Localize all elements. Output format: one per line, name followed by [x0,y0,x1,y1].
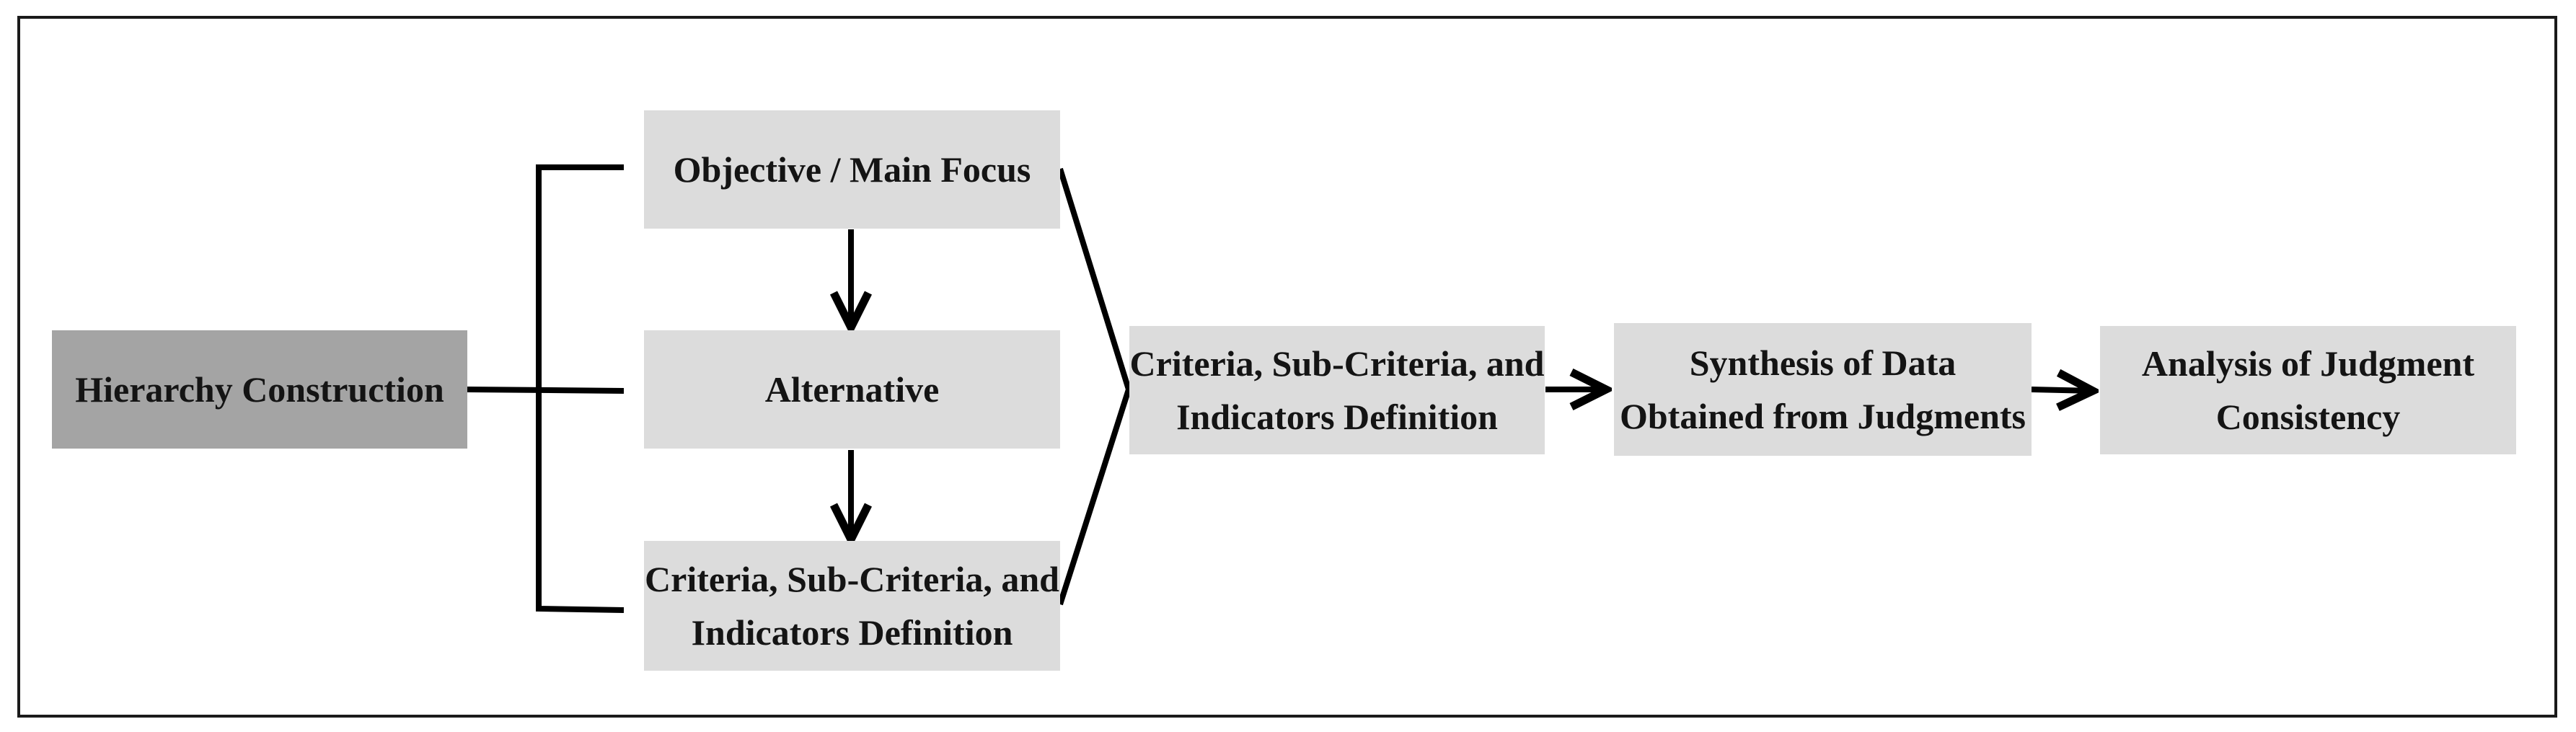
convergence-bracket [1057,167,1132,606]
synthesis-box: Synthesis of Data Obtained from Judgment… [1614,323,2032,456]
criteria-hierarchy-label: Criteria, Sub-Criteria, and Indicators D… [645,559,1059,653]
root-to-bracket-line [467,387,625,394]
objective-box: Objective / Main Focus [644,110,1060,229]
objective-label: Objective / Main Focus [673,149,1031,190]
step2-to-step3-arrow [2031,389,2093,391]
alternative-box: Alternative [644,330,1060,449]
consistency-analysis-box: Analysis of Judgment Consistency [2100,326,2516,454]
synthesis-label: Synthesis of Data Obtained from Judgment… [1619,343,2026,436]
criteria-flow-label: Criteria, Sub-Criteria, and Indicators D… [1129,343,1545,437]
hierarchy-construction-box: Hierarchy Construction [52,330,467,449]
alternative-label: Alternative [764,369,940,410]
diagram-frame [17,16,2557,718]
hierarchy-construction-label: Hierarchy Construction [75,369,444,410]
consistency-analysis-label: Analysis of Judgment Consistency [2141,343,2475,437]
criteria-hierarchy-box: Criteria, Sub-Criteria, and Indicators D… [644,541,1060,671]
criteria-flow-box: Criteria, Sub-Criteria, and Indicators D… [1129,326,1545,454]
